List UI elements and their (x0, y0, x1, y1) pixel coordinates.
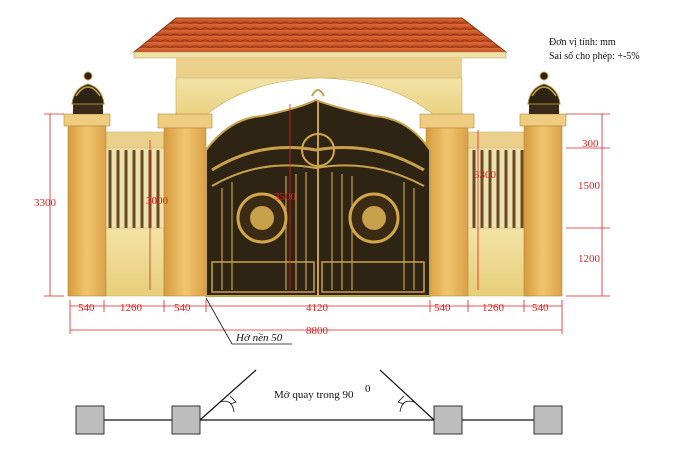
plan-pillar-1 (75, 405, 105, 435)
pillar-inner-right (419, 113, 475, 297)
pillar-outer-right (519, 113, 567, 297)
swing-label: Mở quay trong 90 (274, 389, 354, 401)
dim-right-bottom: 1200 (578, 253, 601, 265)
left-fence (101, 131, 165, 297)
plan-pillar-4 (533, 405, 563, 435)
ground-gap-leader (205, 297, 292, 345)
dim-gate-center-height: 3500 (274, 191, 297, 203)
dim-fence-left: 1260 (120, 302, 143, 314)
gate (205, 89, 431, 297)
dim-right-height: 3300 (474, 169, 497, 181)
finial-right-icon (527, 71, 561, 114)
dim-right-middle: 1500 (578, 180, 601, 192)
dim-total-width: 8800 (306, 325, 329, 337)
tolerance-note: Sai số cho phép: +-5% (549, 51, 640, 62)
unit-note: Đơn vị tính: mm (549, 37, 616, 48)
dimension-lines (44, 104, 610, 334)
pillar-outer-left (63, 113, 111, 297)
plan-pillar-3 (433, 405, 463, 435)
finial-left-icon (71, 71, 105, 114)
dim-gate-width: 4120 (306, 302, 329, 314)
dim-right-top: 300 (582, 138, 599, 150)
plan-pillar-2 (171, 405, 201, 435)
ground-gap-label: Hở nền 50 (235, 332, 283, 344)
pillar-inner-left (157, 113, 213, 297)
dim-pillar-left: 540 (78, 302, 95, 314)
degree-mark: 0 (365, 383, 371, 395)
dim-total-height: 3300 (34, 197, 57, 209)
dim-pillar-inner-right: 540 (434, 302, 451, 314)
right-fence (465, 131, 533, 297)
plan-view (75, 369, 563, 435)
dim-fence-right: 1260 (482, 302, 505, 314)
roof (132, 17, 508, 78)
dim-gate-height: 3000 (146, 195, 169, 207)
dim-pillar-inner-left: 540 (174, 302, 191, 314)
dim-pillar-right: 540 (532, 302, 549, 314)
